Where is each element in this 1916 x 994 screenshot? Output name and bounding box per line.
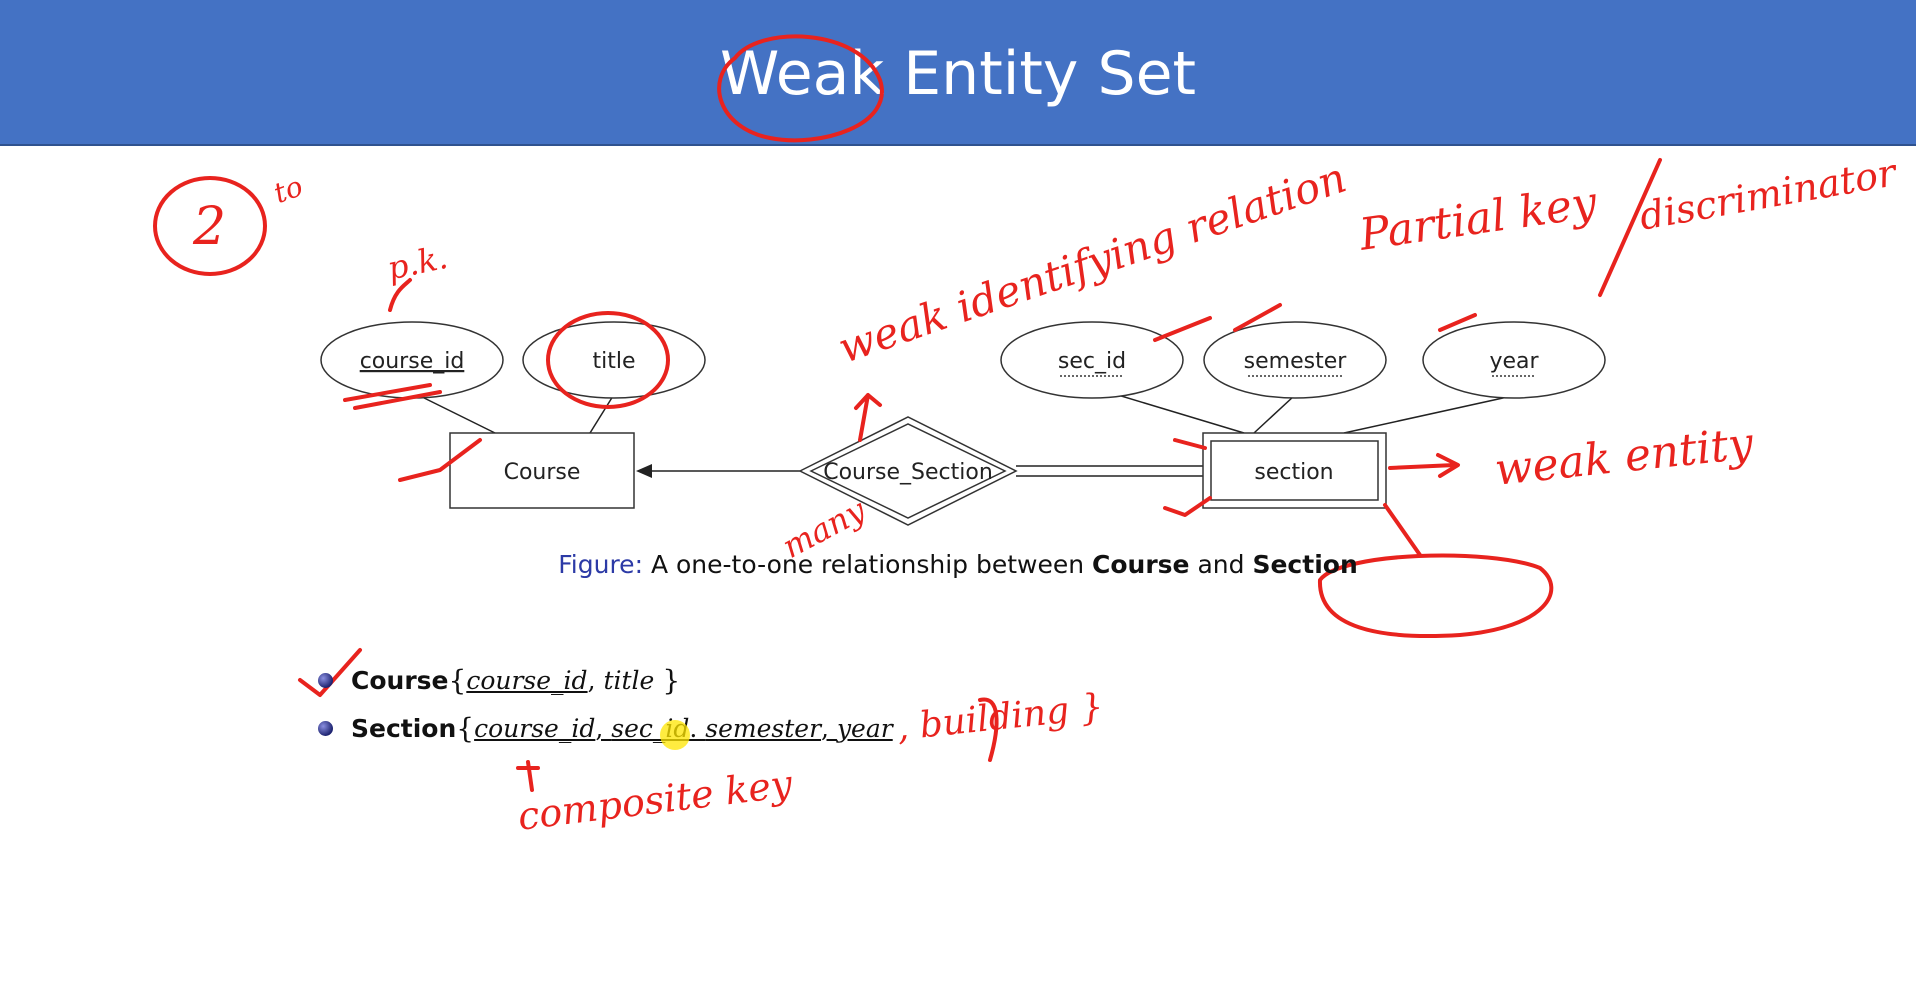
schema-section-attr-semester: semester [705,714,822,743]
schema-course-entity: Course [351,666,449,695]
figure-caption: Figure: A one-to-one relationship betwee… [0,550,1916,579]
attr-title-label: title [592,349,635,374]
section-tick-marks [1163,438,1212,517]
schema-open-brace: { [456,712,475,745]
title-circle-annotation [717,34,884,143]
closing-brace-stroke [978,697,999,762]
attr-title-ellipse [522,321,706,399]
caption-entity2: Section [1252,550,1358,579]
caption-entity1: Course [1092,550,1190,579]
relationship-up-arrow [854,393,882,442]
pk-pointer-stroke [388,278,412,312]
caption-text: A one-to-one relationship between [650,550,1085,579]
attr-year-ellipse [1422,321,1606,399]
course-id-connector [411,391,496,434]
caption-figure-label: Figure: [558,550,643,579]
schema-separator: . [689,714,706,743]
entity-section-label: section [1254,460,1333,485]
relationship-diamond-outer [798,416,1018,526]
slash-annotation [1598,158,1662,297]
course-check-mark [398,438,482,482]
attr-course-id-label: course_id [360,349,465,374]
schema-separator: , [587,666,604,695]
schema-open-brace: { [448,664,467,697]
bullet-icon [318,673,333,688]
partial-key-tick-marks [1153,303,1477,342]
title-attr-circle-annotation [546,311,670,409]
building-oval-annotation [1317,553,1554,639]
title-connector [589,395,614,434]
schema-section-attr-year: year [836,714,893,743]
schema-course-attr-course-id: course_id [466,666,588,695]
schema-section: Section { course_id, sec_id. semester, y… [318,686,1105,749]
attr-semester-ellipse [1203,321,1387,399]
number-circle-annotation [153,176,267,276]
schema-separator: , [595,714,612,743]
title-bar: Weak Entity Set [0,0,1916,146]
attr-year-label: year [1489,349,1539,374]
section-to-building-stroke [1383,503,1422,557]
relationship-label: Course_Section [823,460,993,485]
sec-id-connector [1107,391,1245,434]
year-connector [1343,395,1513,434]
schema-section-entity: Section [351,714,457,743]
slide-title: Weak Entity Set [719,39,1197,109]
weak-entity-arrow [1388,453,1460,478]
semester-connector [1253,395,1295,434]
schema-check-mark [298,648,362,697]
bullet-icon [318,721,333,736]
caption-conjunction: and [1197,550,1245,579]
entity-course-label: Course [504,460,581,485]
attr-sec-id-ellipse [1000,321,1184,399]
schema-section-attr-course-id: course_id [474,714,596,743]
arrowhead-to-course [636,464,652,478]
relationship-diamond-inner [809,423,1007,519]
schema-course-attr-title: title [603,666,655,695]
schema-close-brace: } [662,664,681,697]
entity-section-inner-box [1210,440,1379,501]
schema-separator: , [821,714,837,743]
laser-pointer [660,720,690,750]
composite-key-pointer [516,760,540,792]
pk-underline-marks [343,383,442,410]
schema-course: Course { course_id, title } [318,664,680,697]
entity-section-outer-box [1202,432,1387,509]
number-annotation: 2 [193,197,227,257]
attr-semester-label: semester [1244,349,1348,374]
attr-sec-id-label: sec_id [1058,349,1126,374]
entity-course-box [449,432,635,509]
